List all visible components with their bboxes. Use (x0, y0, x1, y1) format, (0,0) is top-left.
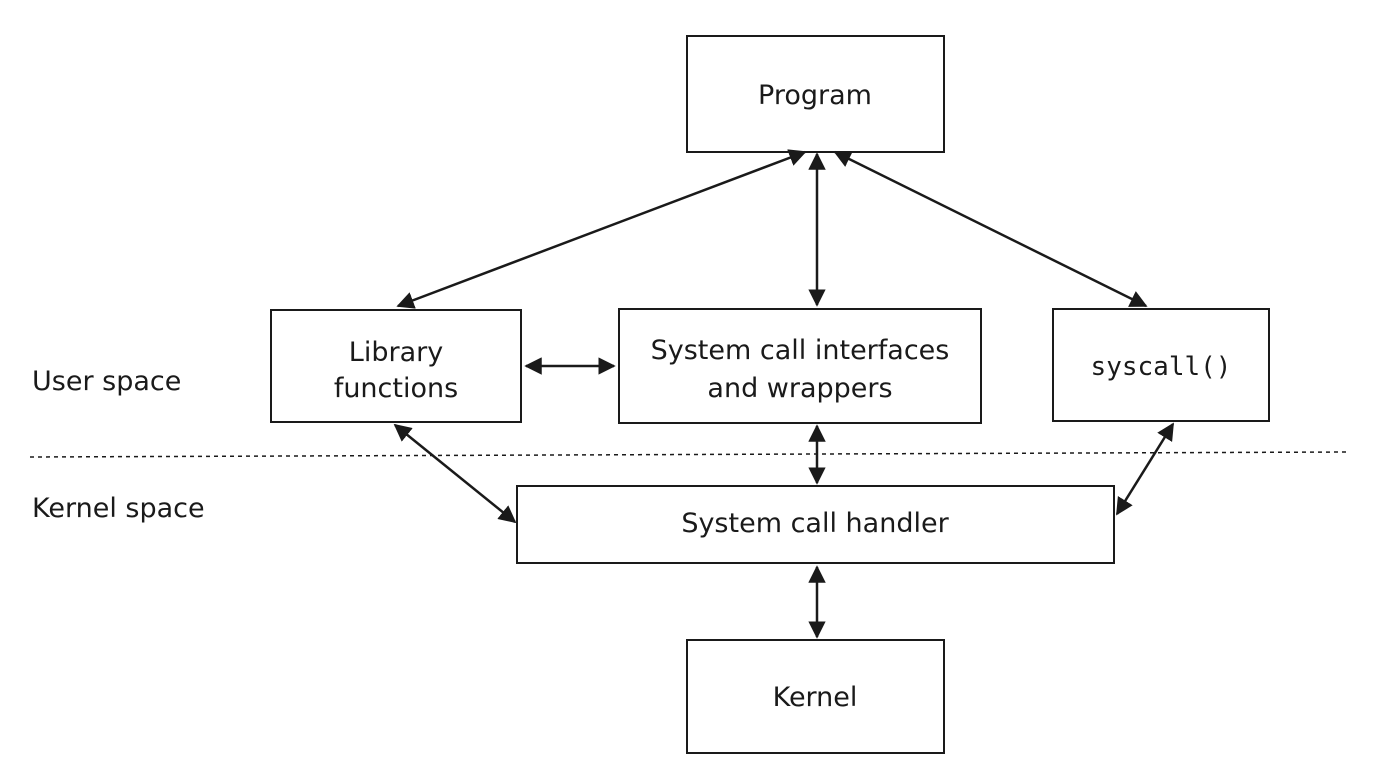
arrow-program-library (396, 149, 807, 309)
kernel-space-label: Kernel space (32, 493, 205, 524)
arrow-program-syscall-function (833, 150, 1148, 308)
kernel-node: Kernel (686, 639, 945, 754)
space-divider (29, 451, 1349, 458)
syscall-function-node: syscall() (1052, 308, 1270, 422)
syscall-interfaces-label-line1: System call interfaces (651, 335, 950, 366)
library-label-line2: functions (334, 373, 458, 404)
syscall-interfaces-node: System call interfaces and wrappers (618, 308, 982, 424)
program-label: Program (758, 80, 872, 111)
kernel-label: Kernel (773, 682, 858, 713)
library-label-line1: Library (349, 337, 443, 368)
syscall-function-label: syscall() (1091, 352, 1232, 382)
syscall-handler-label: System call handler (681, 508, 949, 539)
arrow-library-handler (393, 423, 517, 524)
arrow-syscall-function-handler (1115, 422, 1175, 516)
library-functions-node: Library functions (270, 309, 522, 423)
syscall-interfaces-label-line2: and wrappers (707, 373, 892, 404)
program-node: Program (686, 35, 945, 153)
user-space-label: User space (32, 366, 181, 397)
syscall-handler-node: System call handler (516, 485, 1115, 564)
